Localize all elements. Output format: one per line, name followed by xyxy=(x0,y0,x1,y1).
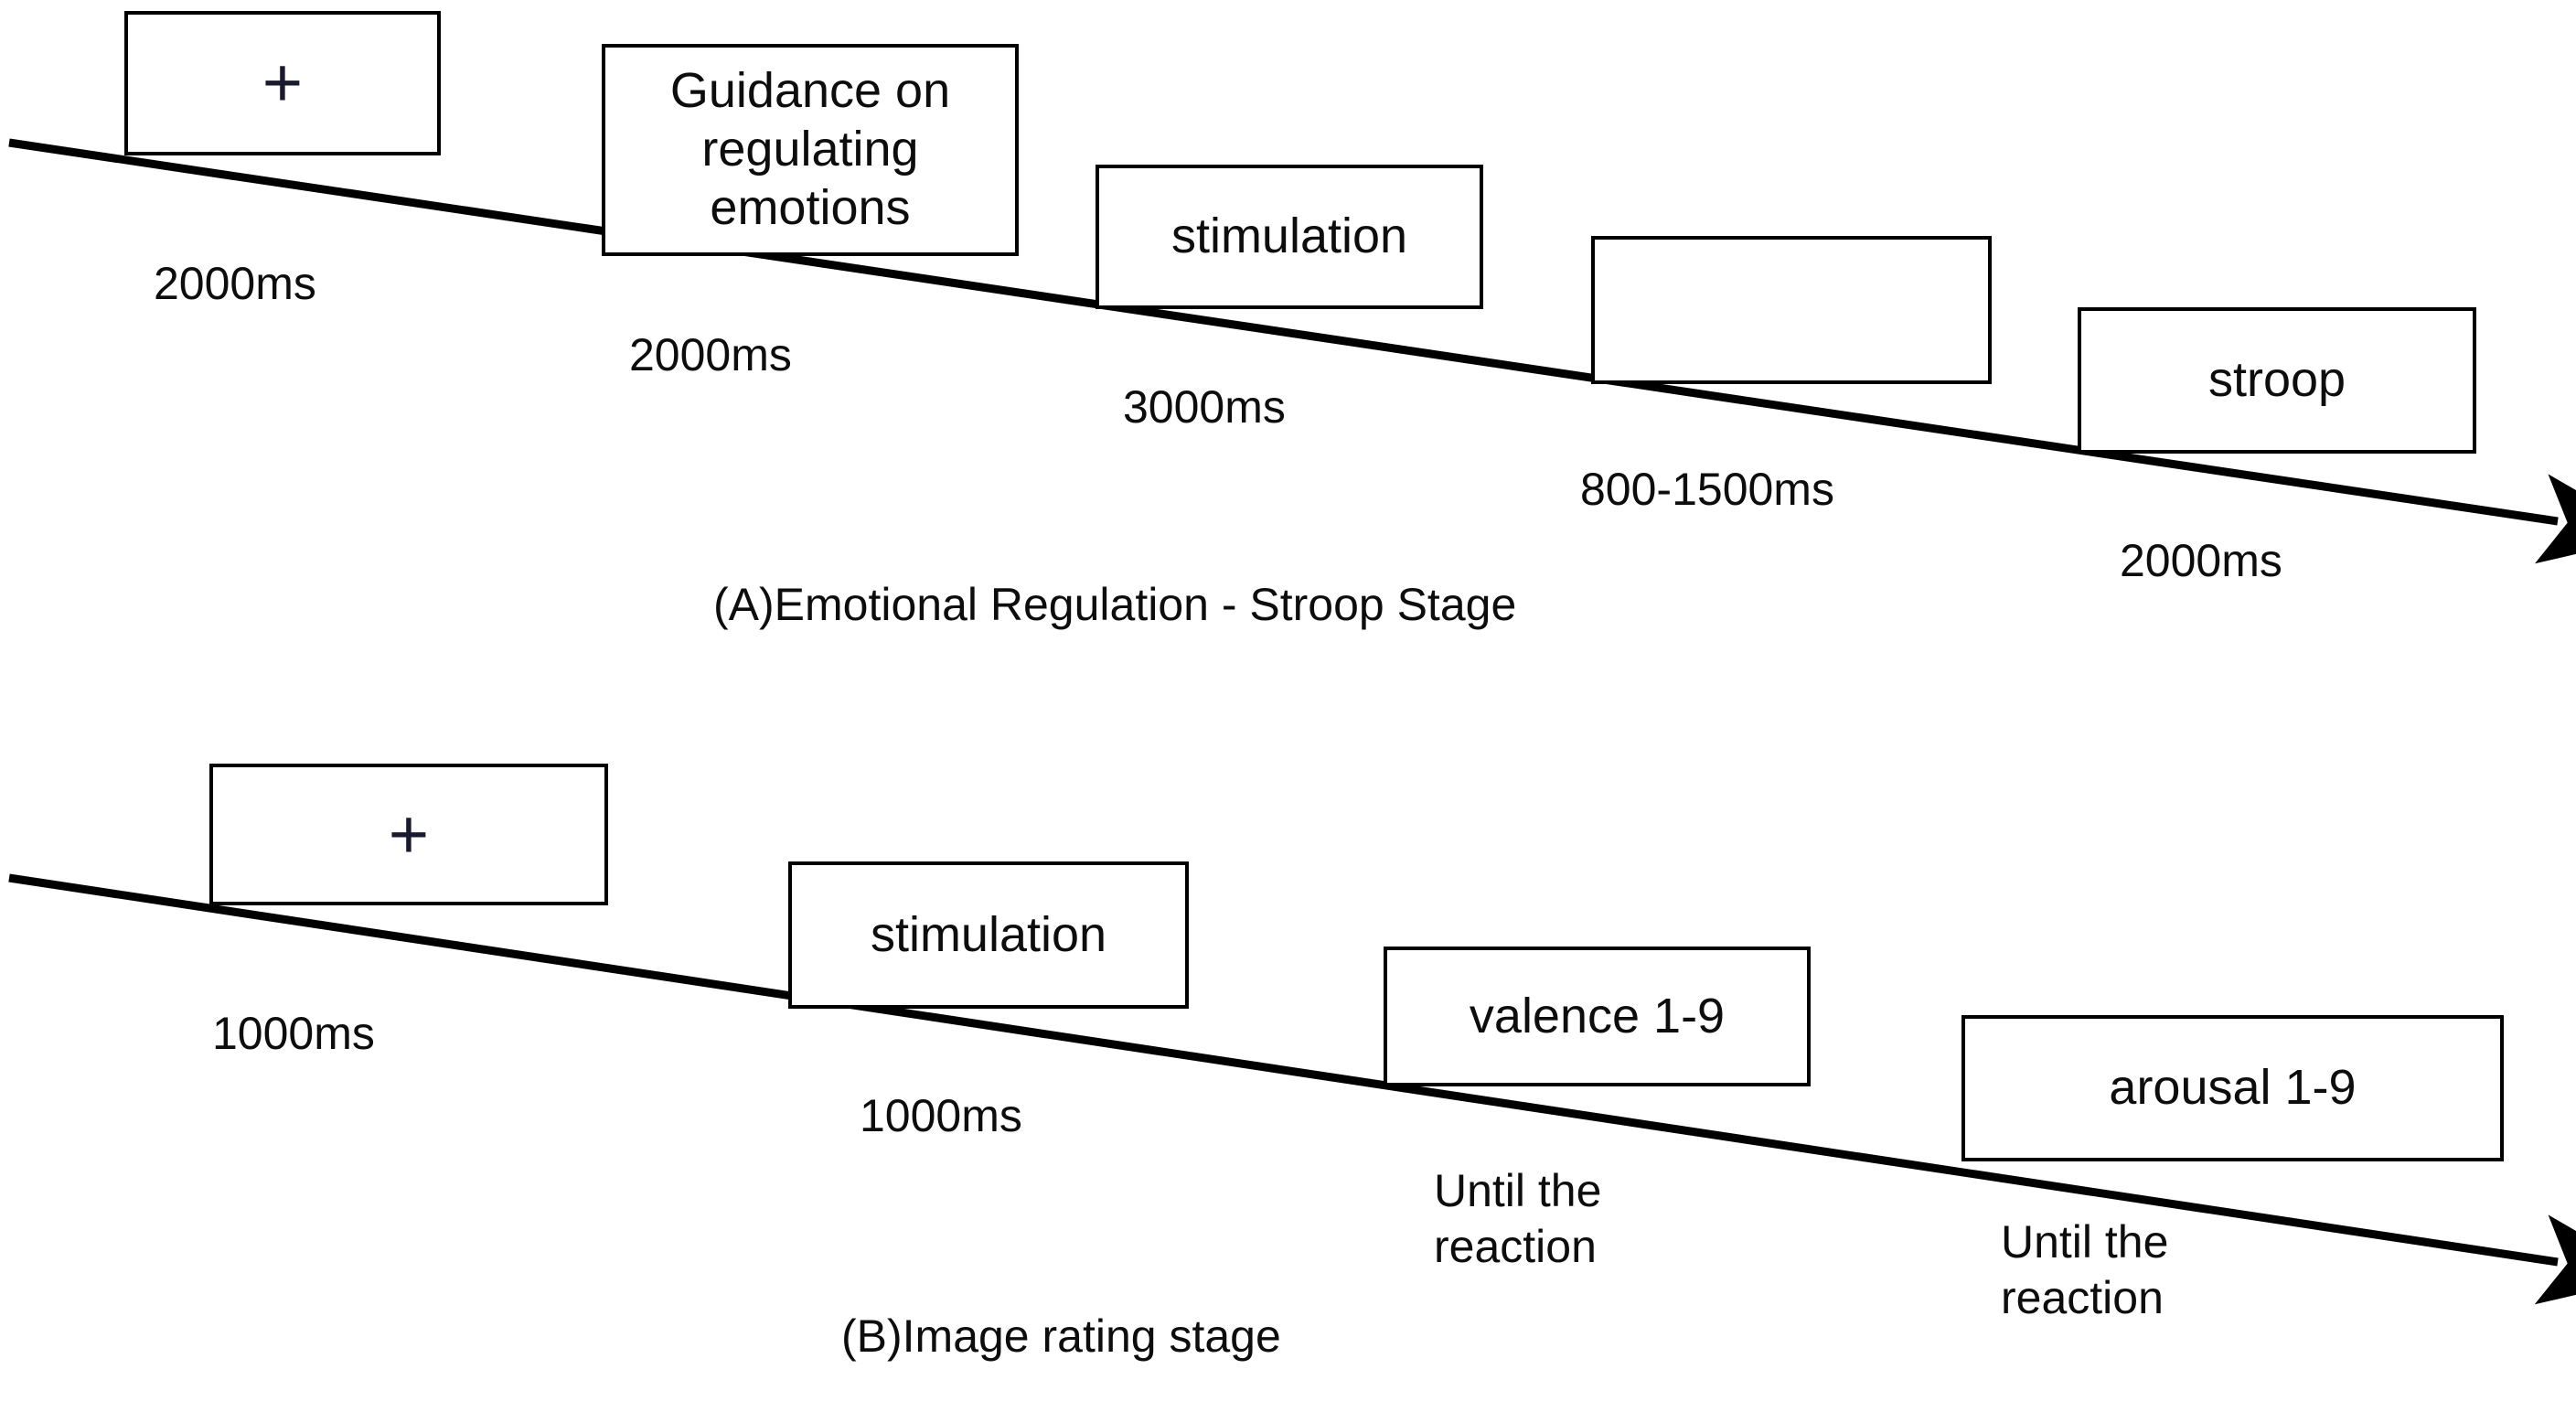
stimulus-box-fixation: + xyxy=(209,764,608,905)
stimulus-box-guidance: Guidance on regulating emotions xyxy=(602,44,1019,256)
fixation-cross-icon: + xyxy=(262,44,304,122)
stimulus-box-fixation: + xyxy=(124,11,441,155)
stimulus-box-label-valence-rating: valence 1-9 xyxy=(1469,988,1726,1043)
stimulus-box-stroop: stroop xyxy=(2078,307,2476,454)
stimulus-box-label-stimulation: stimulation xyxy=(870,906,1107,962)
duration-label-stroop: 2000ms xyxy=(2120,535,2282,586)
duration-label-fixation: 2000ms xyxy=(154,258,316,309)
panel-caption-panel-a: (A)Emotional Regulation - Stroop Stage xyxy=(713,579,1517,630)
stimulus-box-valence-rating: valence 1-9 xyxy=(1384,947,1811,1086)
stimulus-box-label-guidance: Guidance on regulating emotions xyxy=(669,63,951,235)
duration-label-blank-interval: 800-1500ms xyxy=(1580,464,1834,515)
duration-label-stimulation: 1000ms xyxy=(860,1090,1022,1141)
stimulus-box-label-arousal-rating: arousal 1-9 xyxy=(2109,1060,2357,1116)
panel-caption-panel-b: (B)Image rating stage xyxy=(841,1310,1281,1362)
stimulus-box-label-stroop: stroop xyxy=(2207,352,2346,408)
stimulus-box-blank-interval xyxy=(1591,236,1992,384)
duration-label-guidance: 2000ms xyxy=(629,329,792,380)
fixation-cross-icon: + xyxy=(388,795,430,873)
stimulus-box-label-stimulation: stimulation xyxy=(1170,209,1408,264)
duration-label-valence-rating: Until the reaction xyxy=(1434,1165,1602,1272)
stimulus-box-arousal-rating: arousal 1-9 xyxy=(1961,1015,2504,1161)
duration-label-stimulation: 3000ms xyxy=(1123,381,1286,433)
stimulus-box-stimulation: stimulation xyxy=(1096,165,1483,309)
stimulus-box-stimulation: stimulation xyxy=(788,861,1189,1009)
duration-label-arousal-rating: Until the reaction xyxy=(2001,1216,2169,1323)
duration-label-fixation: 1000ms xyxy=(212,1008,375,1059)
